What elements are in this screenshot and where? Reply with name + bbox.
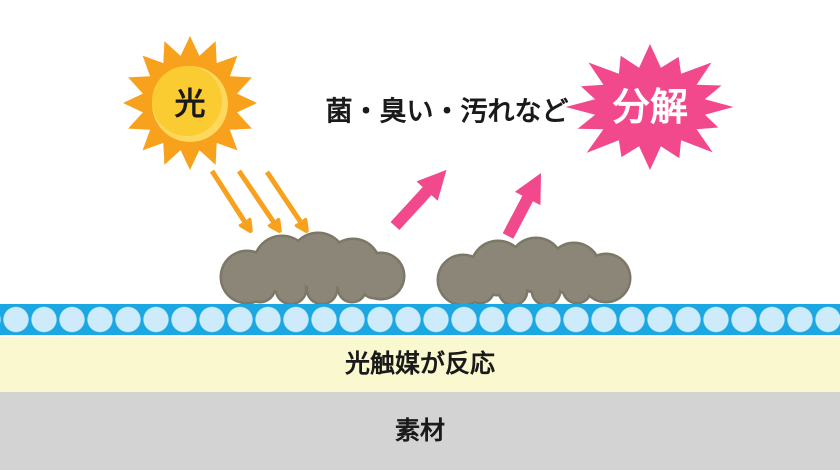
reaction-band: 光触媒が反応	[0, 335, 840, 392]
sun-icon	[123, 36, 257, 170]
substrate-band: 素材	[0, 392, 840, 470]
catalyst-coating-band	[0, 304, 840, 335]
contaminant-cloud-left-icon	[219, 231, 406, 306]
sun-label: 光	[174, 86, 206, 122]
targets-label: 菌・臭い・汚れなど	[325, 96, 569, 127]
contaminant-cloud-right-icon	[436, 236, 632, 307]
burst-label: 分解	[611, 87, 689, 129]
substrate-band-label: 素材	[394, 416, 445, 445]
reaction-band-label: 光触媒が反応	[344, 350, 495, 378]
burst-icon	[565, 44, 734, 170]
light-ray-arrows-icon	[209, 169, 306, 230]
decompose-arrows-icon	[390, 169, 542, 239]
